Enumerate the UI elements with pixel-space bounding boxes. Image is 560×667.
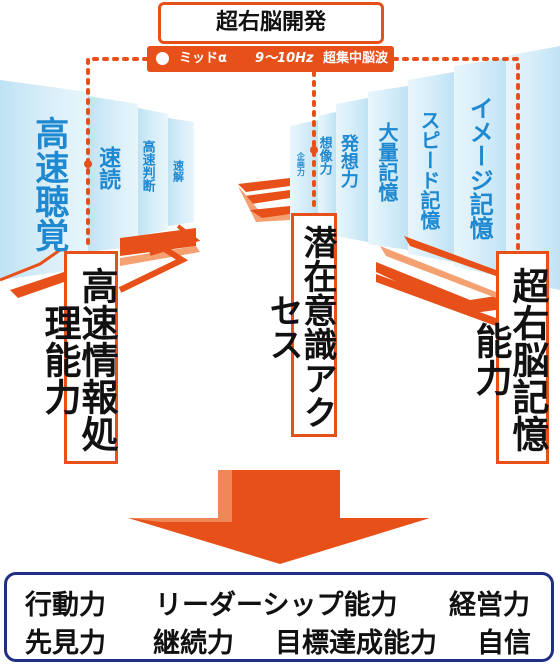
box-high-speed-processing: 高速情報処理能力	[38, 251, 118, 464]
right-panel-label-5: スピード記憶	[417, 110, 441, 230]
result-box: 行動力 リーダーシップ能力 経営力 先見力 継続力 目標達成能力 自信	[4, 572, 554, 662]
wave-label-mid-alpha: ミッドα	[179, 51, 227, 66]
left-panel-label-1: 高速聴覚	[28, 116, 69, 252]
right-panel-label-6: イメージ記憶	[465, 96, 494, 240]
result-item: 継続力	[153, 628, 234, 659]
wave-label-frequency: 9〜10Hz	[255, 51, 314, 66]
box-super-right-brain-memory: 超右脳記憶能力	[469, 251, 549, 464]
left-panel-label-3: 高速判断	[139, 140, 155, 192]
down-arrow	[128, 470, 430, 564]
box-subconscious-access: 潜在意識アクセス	[263, 213, 337, 437]
result-item: 目標達成能力	[275, 628, 437, 659]
brainwave-bar: ミッドα 9〜10Hz 超集中脳波	[147, 46, 394, 72]
right-arrow-strands	[376, 236, 496, 326]
connector-dot	[84, 160, 92, 168]
right-panel-label-2: 想像力	[316, 136, 332, 175]
middle-arrow-strands	[238, 178, 290, 222]
connector-dot	[310, 146, 318, 154]
left-panel-label-4: 速解	[171, 160, 185, 182]
left-panels	[0, 80, 194, 282]
right-panel-label-4: 大量記憶	[375, 122, 399, 202]
right-panel-label-3: 発想力	[337, 134, 359, 188]
bullet-dot-icon	[156, 52, 169, 65]
left-arrow-strands	[10, 224, 201, 298]
result-item: 経営力	[449, 590, 530, 621]
left-panel-label-2: 速読	[95, 146, 121, 190]
page-title: 超右脳開発	[158, 2, 384, 44]
result-item: 行動力	[25, 590, 106, 621]
result-item: 先見力	[25, 628, 106, 659]
wave-label-concentration: 超集中脳波	[323, 51, 389, 66]
dotted-connectors	[86, 57, 520, 252]
result-item: 自信	[477, 628, 531, 659]
right-panel-label-1: 企画力	[296, 152, 306, 176]
result-item: リーダーシップ能力	[155, 590, 398, 621]
